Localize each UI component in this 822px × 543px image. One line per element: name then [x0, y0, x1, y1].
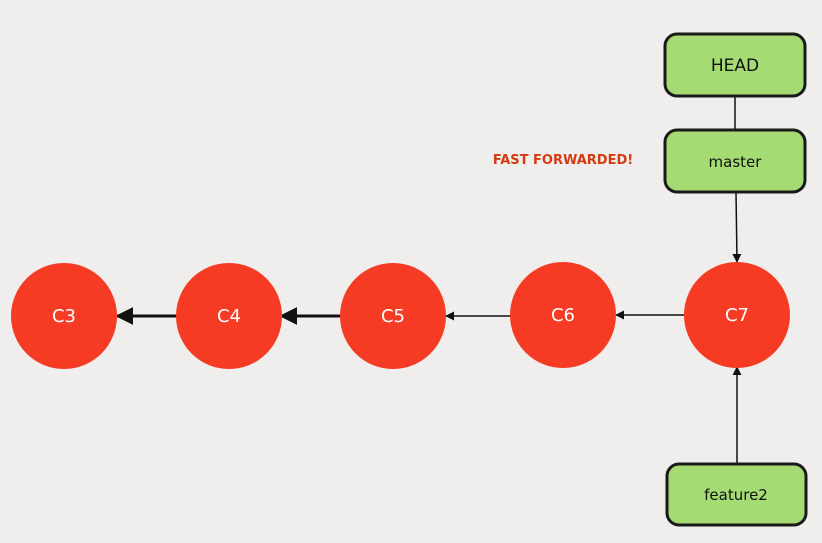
- commit-c6-label: C6: [551, 305, 575, 326]
- ref-head: HEAD: [663, 32, 807, 98]
- commit-c3-label: C3: [52, 306, 76, 327]
- ref-feature2-label: feature2: [704, 486, 768, 504]
- commit-c6: C6: [510, 262, 616, 368]
- ref-feature2: feature2: [665, 462, 808, 527]
- commit-c7-label: C7: [725, 305, 749, 326]
- fast-forward-note: FAST FORWARDED!: [493, 153, 633, 168]
- commit-c4: C4: [176, 263, 282, 369]
- commit-c7: C7: [684, 262, 790, 368]
- commit-c4-label: C4: [217, 306, 241, 327]
- commit-c5: C5: [340, 263, 446, 369]
- commit-c3: C3: [11, 263, 117, 369]
- ref-head-label: HEAD: [711, 56, 759, 76]
- ref-master: master: [663, 128, 807, 194]
- commit-c5-label: C5: [381, 306, 405, 327]
- edge-master-to-c7: [732, 191, 742, 263]
- ref-master-label: master: [709, 153, 763, 171]
